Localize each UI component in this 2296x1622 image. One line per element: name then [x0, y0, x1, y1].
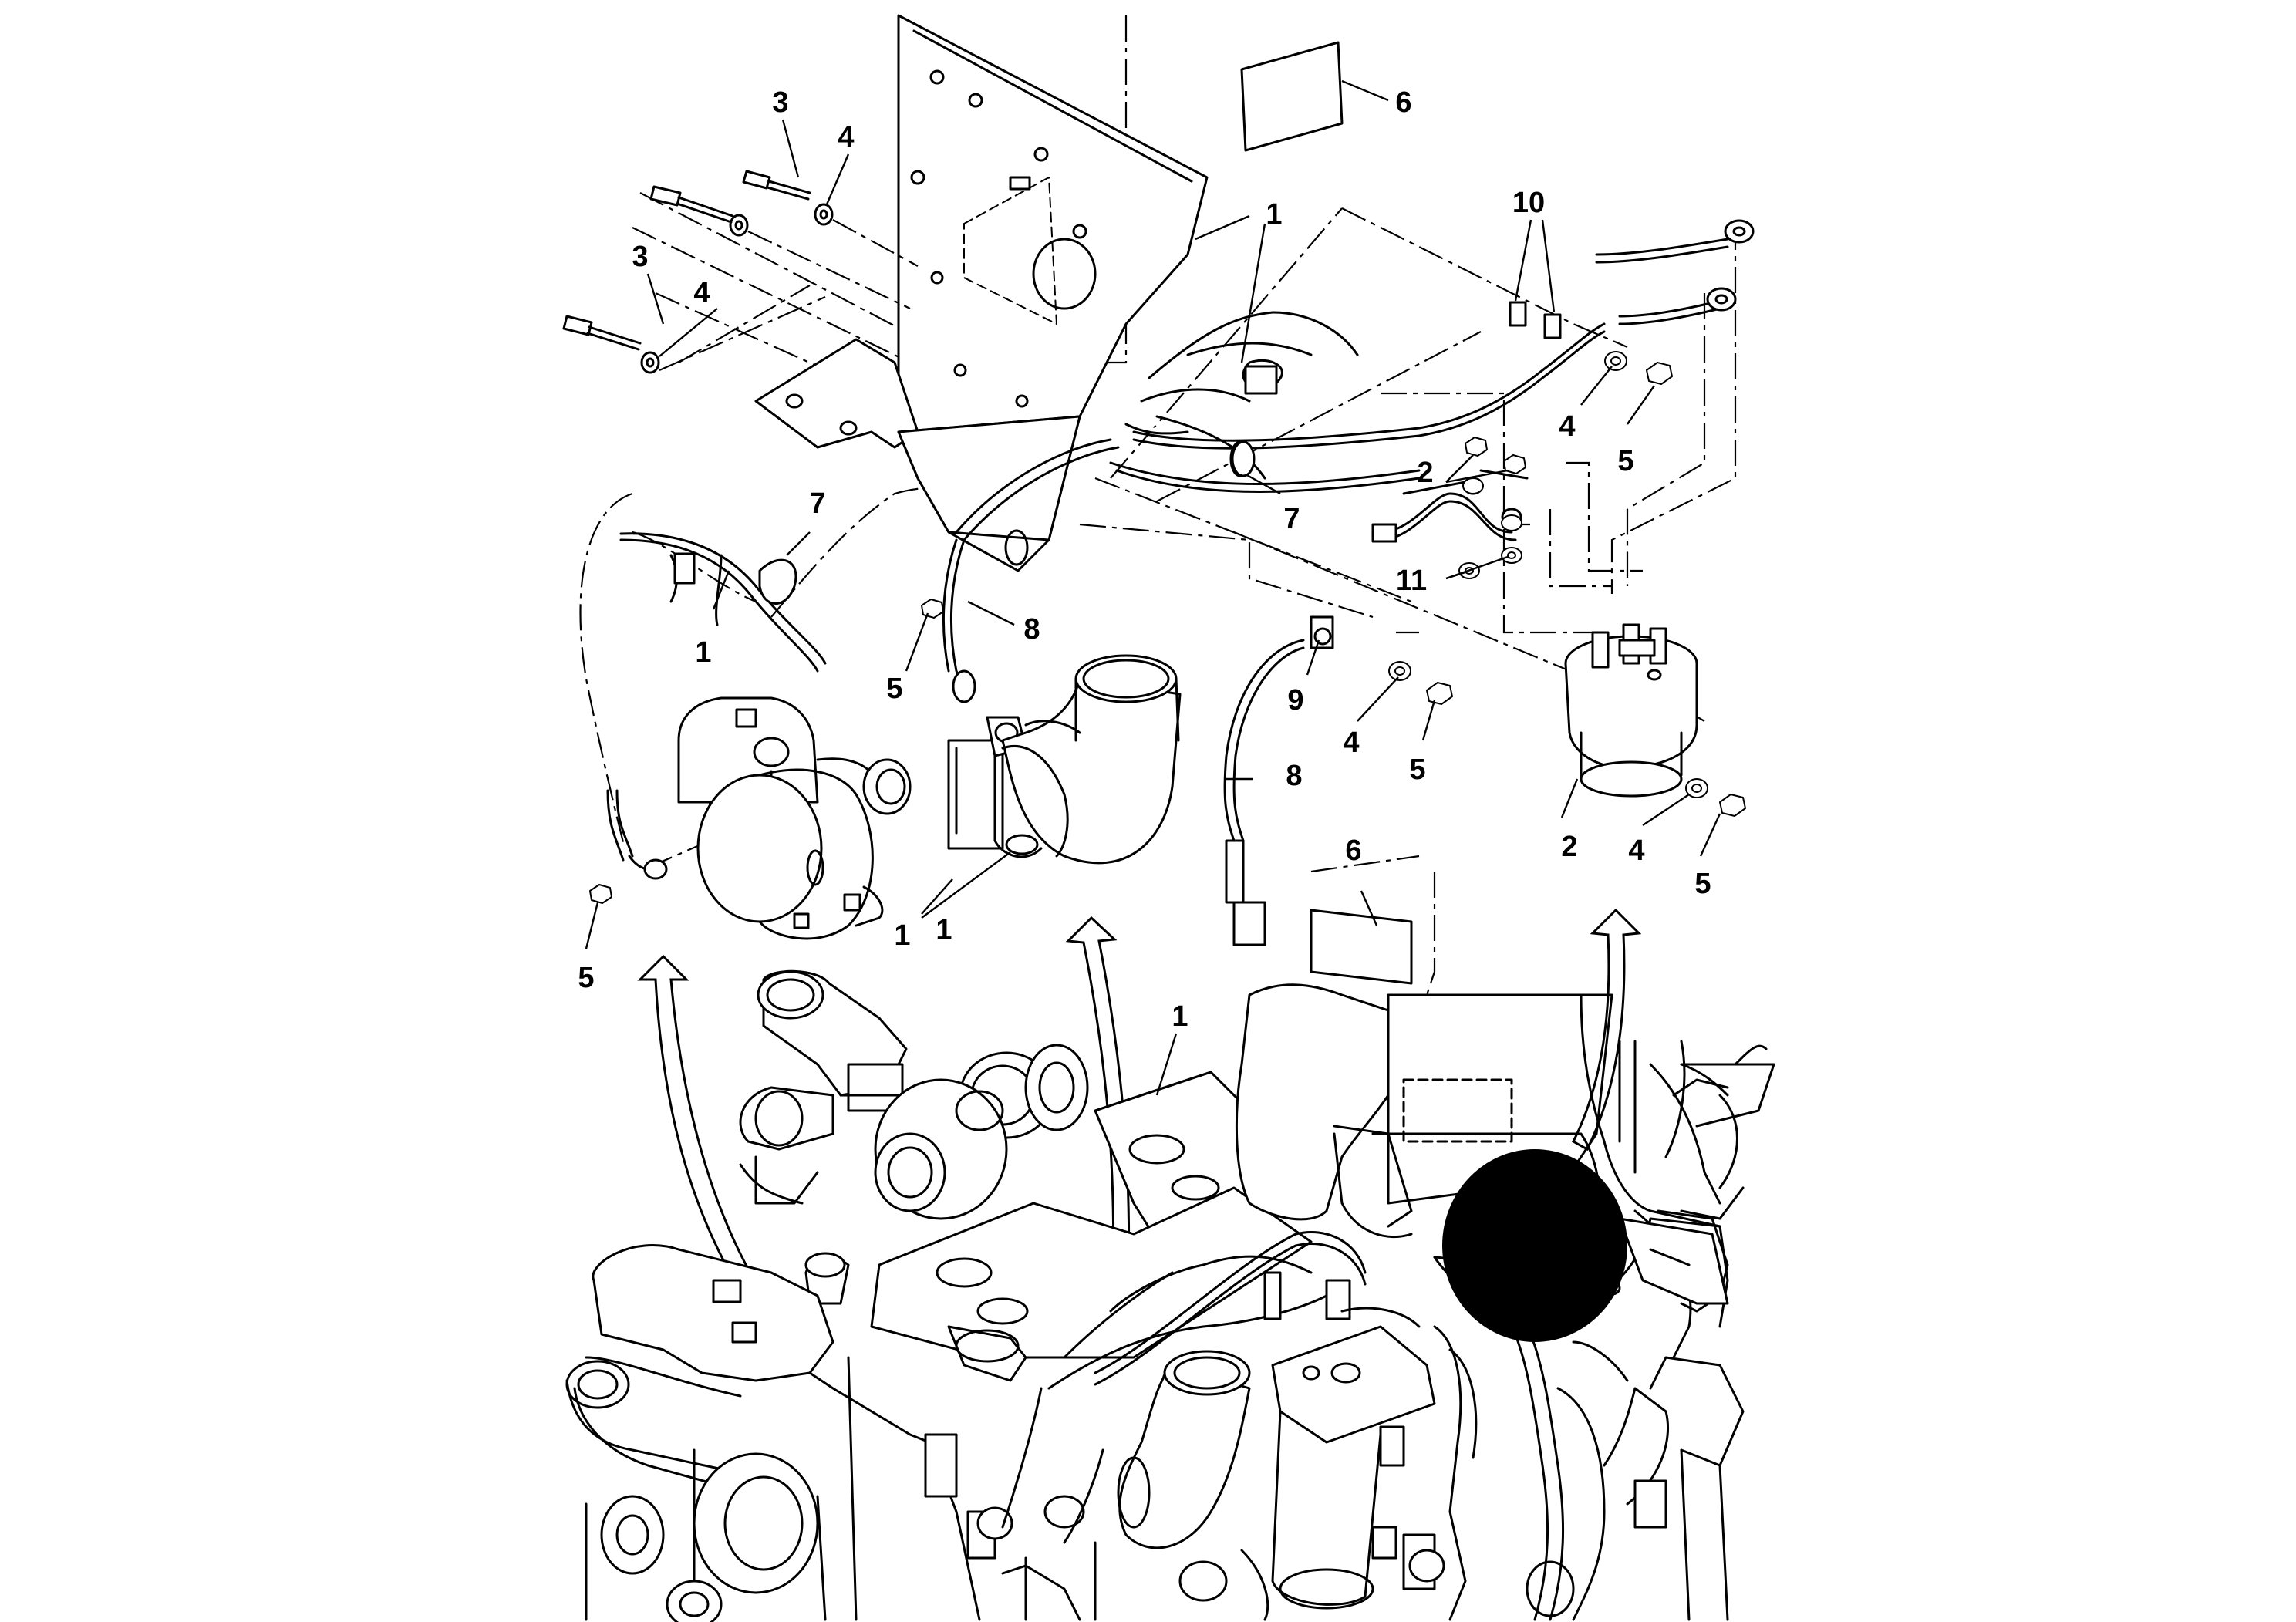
callout-labels: 3 4 3 4 6 1 10 4 5 2 7 11 7 1 8 5 9 4 5 … [578, 86, 1711, 1033]
callout-label: 8 [1023, 613, 1040, 646]
relay-hardware [589, 351, 1746, 904]
bolt-axis-lines [659, 219, 919, 372]
callout-label: 1 [1172, 1000, 1188, 1033]
alternator-cable-left [606, 532, 827, 880]
callout-label: 4 [693, 277, 710, 309]
callout-label: 9 [1287, 684, 1303, 717]
callout-label: 6 [1345, 835, 1361, 867]
callout-label: 10 [1512, 187, 1545, 219]
callout-label: 4 [1559, 410, 1575, 443]
label-plate-lower [1310, 909, 1413, 985]
bolts-and-washers [562, 170, 834, 374]
callout-label: 7 [809, 487, 825, 520]
leader-lines [585, 79, 1721, 1096]
battery-cable-8-right [1223, 615, 1334, 946]
callout-label: 5 [1694, 868, 1711, 900]
callout-label: 3 [632, 241, 648, 273]
alternator [677, 696, 912, 940]
callout-label: 7 [1283, 503, 1300, 535]
callout-label: 1 [894, 919, 910, 952]
callout-label: 4 [1628, 835, 1644, 867]
callout-label: 8 [1286, 760, 1302, 792]
callout-label: 1 [1266, 198, 1282, 231]
callout-label: 6 [1395, 86, 1411, 119]
starter-solenoid [1564, 623, 1698, 798]
callout-label: 4 [838, 121, 854, 153]
phantom-lines [579, 15, 1737, 996]
callout-label: 2 [1417, 457, 1433, 489]
callout-label: 1 [695, 636, 711, 669]
wiring-harness [942, 219, 1755, 703]
callout-label: 4 [1343, 727, 1359, 759]
label-plate-top [1240, 41, 1344, 152]
callout-label: 5 [886, 673, 902, 705]
callout-label: 2 [1561, 831, 1577, 863]
intake-elbow [947, 654, 1182, 865]
callout-label: 5 [1409, 754, 1425, 786]
detail-circle [1442, 1149, 1627, 1342]
callout-label: 11 [1396, 565, 1427, 597]
callout-label: 1 [936, 914, 952, 946]
callout-label: 5 [1617, 445, 1633, 477]
callout-label: 3 [772, 86, 788, 119]
callout-label: 5 [578, 962, 594, 994]
mounting-bracket [754, 14, 1209, 572]
